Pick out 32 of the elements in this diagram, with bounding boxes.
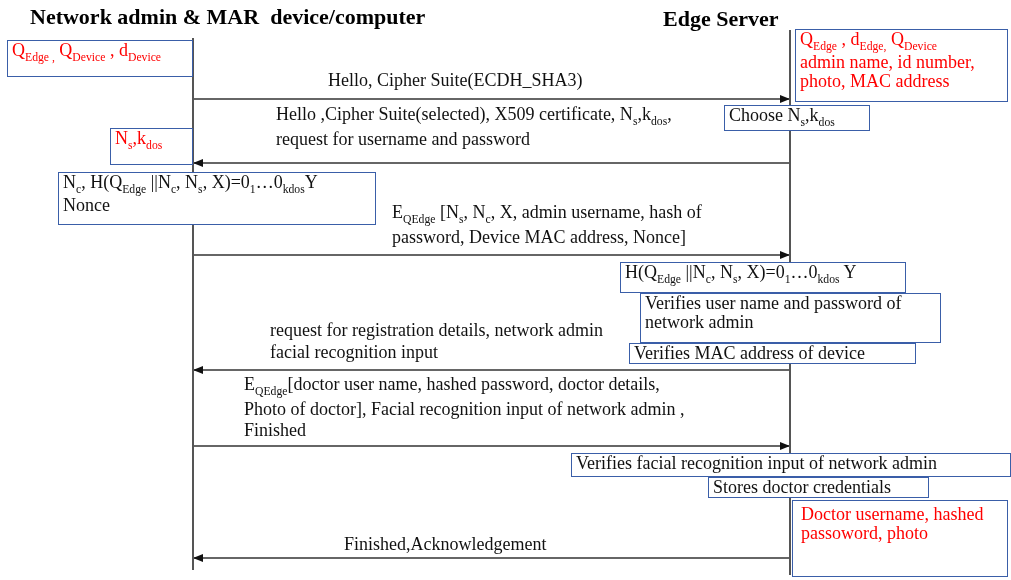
note-text: Stores doctor credentials bbox=[713, 478, 892, 497]
key-note-box bbox=[792, 500, 1008, 577]
note-text: Verifies user name and password of network admin bbox=[645, 294, 903, 332]
note-box bbox=[708, 477, 929, 498]
key-note-box bbox=[795, 29, 1008, 102]
note-box bbox=[571, 453, 1011, 477]
note-box bbox=[629, 343, 916, 364]
note-box bbox=[724, 105, 870, 131]
note-text: Q$_{Edge}$ $_{,}$ Q$_{Device}$ , d$_{Device}$ bbox=[12, 41, 163, 64]
message-arrow bbox=[193, 159, 790, 167]
note-text: admin name, id number, photo, MAC address bbox=[800, 52, 976, 91]
note-text: Nonce bbox=[63, 195, 111, 215]
note-text: H(Q$_{Edge}$ ||N$_{c}$, N$_{s}$, X)=0$_{1}$…0$_{kdos}$ Y bbox=[625, 263, 858, 286]
note-text: Verifies MAC address of device bbox=[634, 344, 866, 363]
note-text: N$_{c}$, H(Q$_{Edge}$ ||N$_{c}$, N$_{s}$, X)=0$_{1}$…0$_{kdos}$Y bbox=[63, 173, 319, 196]
key-note-box bbox=[110, 128, 193, 165]
participant-heading: Network admin & MAR device/computer bbox=[30, 4, 426, 30]
participant-heading: Edge Server bbox=[663, 6, 779, 32]
note-text: Verifies facial recognition input of network admin bbox=[576, 454, 938, 473]
note-text: Choose N$_{s}$,k$_{dos}$ bbox=[729, 106, 836, 129]
message-arrow bbox=[193, 251, 790, 259]
message-arrow bbox=[193, 442, 790, 450]
note-box bbox=[58, 172, 376, 225]
key-note-box bbox=[7, 40, 193, 77]
note-box bbox=[640, 293, 941, 343]
note-box bbox=[620, 262, 906, 293]
note-text: N$_{s}$,k$_{dos}$ bbox=[115, 129, 164, 152]
note-text: Q$_{Edge}$ , d$_{Edge,}$ Q$_{Device}$ bbox=[800, 30, 939, 53]
note-text: Doctor username, hashed passoword, photo bbox=[801, 505, 985, 543]
message-arrow bbox=[193, 95, 790, 103]
message-arrow bbox=[193, 554, 790, 562]
message-arrow bbox=[193, 366, 790, 374]
